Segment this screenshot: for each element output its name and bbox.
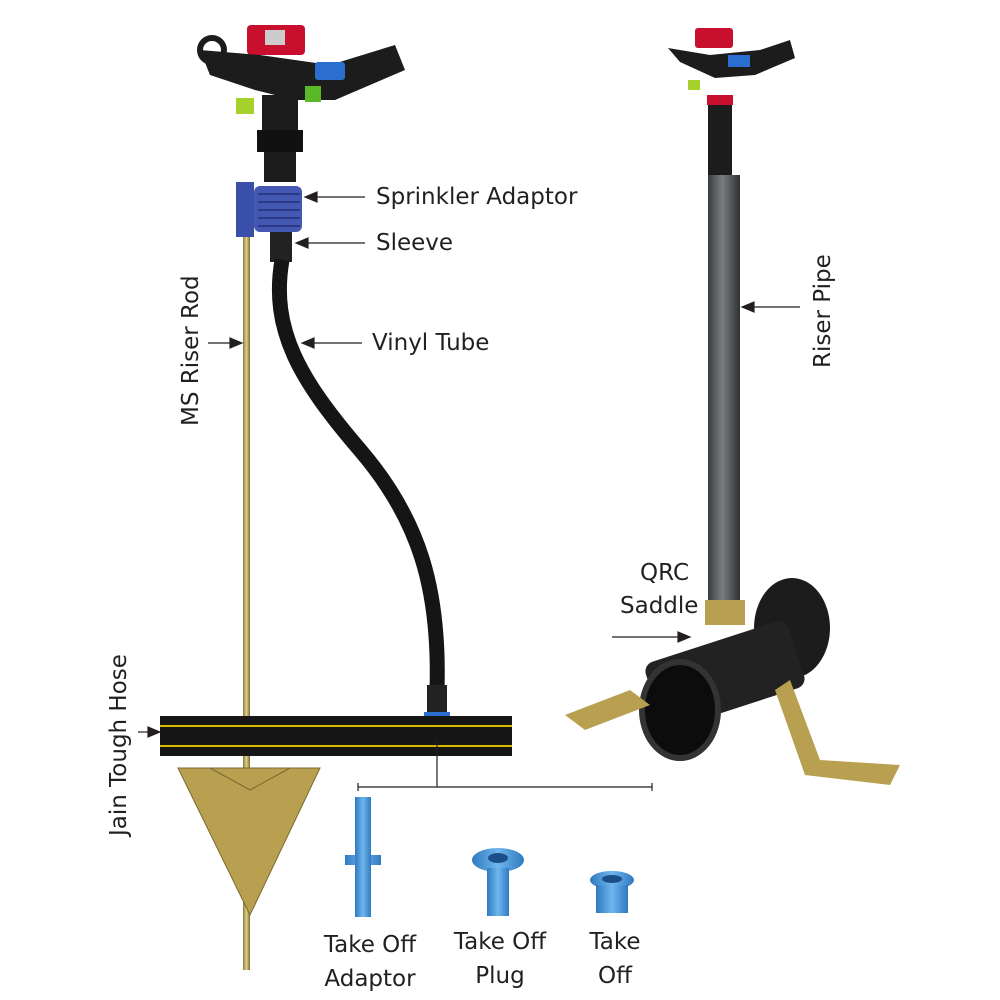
caption-line: Plug xyxy=(475,963,525,989)
qrc-saddle xyxy=(565,578,900,785)
label-vinyl-tube: Vinyl Tube xyxy=(372,330,490,356)
left-sprinkler-head xyxy=(197,25,405,182)
stake xyxy=(177,767,321,917)
right-sprinkler-head xyxy=(668,28,795,175)
take-off-plug-part xyxy=(472,848,524,916)
take-off-part xyxy=(590,871,634,913)
sleeve xyxy=(270,232,292,262)
caption-take-off-adaptor: Take Off Adaptor xyxy=(300,928,440,996)
label-saddle: Saddle xyxy=(620,593,699,619)
label-qrc: QRC xyxy=(640,560,689,586)
sprinkler-adaptor xyxy=(236,182,302,237)
riser-pipe xyxy=(708,175,740,605)
caption-line: Take Off xyxy=(453,929,547,955)
ms-riser-rod xyxy=(243,237,250,970)
jain-tough-hose xyxy=(160,716,512,756)
label-sleeve: Sleeve xyxy=(376,230,454,256)
caption-line: Take xyxy=(589,929,641,955)
caption-take-off-plug: Take Off Plug xyxy=(430,925,570,993)
caption-line: Off xyxy=(598,963,632,989)
vinyl-tube xyxy=(271,258,445,691)
caption-line: Take Off xyxy=(323,932,417,958)
take-off-adaptor-part xyxy=(345,797,381,917)
caption-line: Adaptor xyxy=(324,966,416,992)
label-ms-riser-rod: MS Riser Rod xyxy=(178,275,204,426)
caption-take-off: Take Off xyxy=(555,925,675,993)
label-riser-pipe: Riser Pipe xyxy=(810,254,836,368)
label-sprinkler-adaptor: Sprinkler Adaptor xyxy=(376,184,578,210)
label-jain-tough-hose: Jain Tough Hose xyxy=(106,654,132,836)
leader-lines xyxy=(138,191,800,791)
